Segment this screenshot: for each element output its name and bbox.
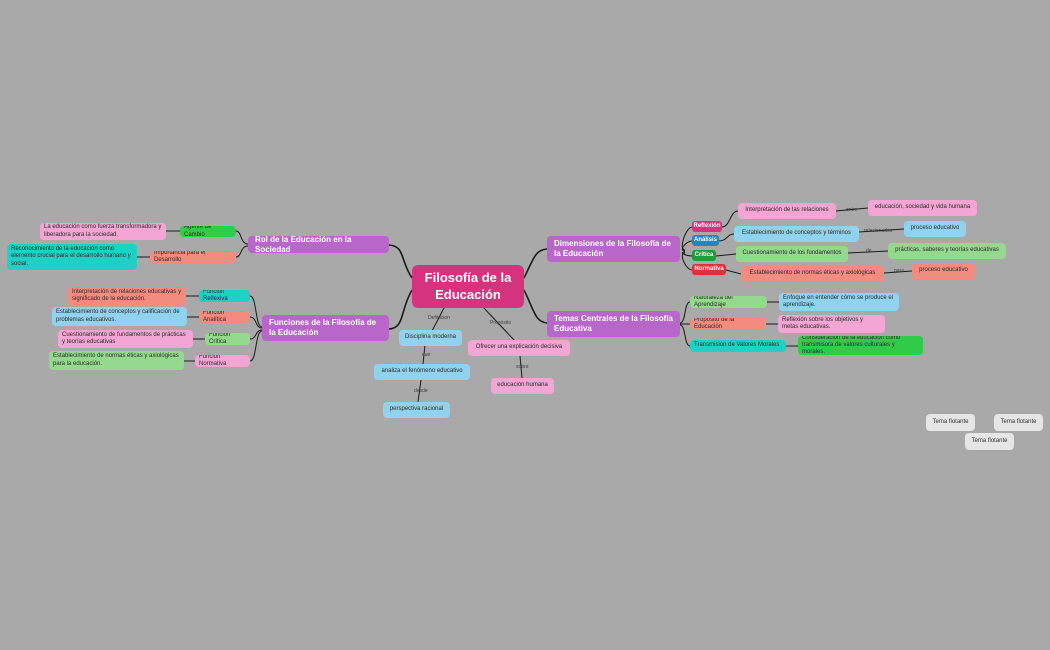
dimension-normativa-tag[interactable]: Normativa — [692, 264, 726, 275]
dimension-analisis-tag[interactable]: Análisis — [692, 235, 719, 246]
dimension-critica-target[interactable]: prácticas, saberes y teorías educativas — [888, 243, 1006, 259]
tema-transmision[interactable]: Transmisión de Valores Morales — [690, 340, 786, 352]
floating-topic-2[interactable]: Tema flotante — [994, 414, 1043, 431]
floating-topic-1[interactable]: Tema flotante — [926, 414, 975, 431]
proposito-ofrecer[interactable]: Ofrecer una explicación decisiva — [468, 340, 570, 356]
definicion-disciplina[interactable]: Disciplina moderna — [399, 330, 462, 346]
definicion-analiza[interactable]: analiza el fenómeno educativo — [374, 364, 470, 380]
tema-naturaleza-desc[interactable]: Enfoque en entender cómo se produce el a… — [779, 293, 899, 311]
dimension-critica-tag[interactable]: Crítica — [692, 250, 716, 261]
definicion-que-label: que — [422, 352, 431, 358]
proposito-educacion[interactable]: educación humana — [491, 378, 554, 394]
rol-importancia[interactable]: Importancia para el Desarrollo — [150, 251, 236, 263]
rol-importancia-desc[interactable]: Reconocimiento de la educación como elem… — [7, 244, 137, 270]
dimension-reflexion-tag[interactable]: Reflexión — [692, 221, 722, 232]
central-topic[interactable]: Filosofía de la Educación — [412, 265, 524, 308]
dimension-analisis-link: relacionados — [864, 228, 893, 234]
branch-temas[interactable]: Temas Centrales de la Filosofía Educativ… — [547, 311, 680, 337]
tema-naturaleza[interactable]: Naturaleza del Aprendizaje — [690, 296, 767, 308]
rol-agente[interactable]: Agente de Cambio — [180, 226, 236, 237]
rol-agente-desc[interactable]: La educación como fuerza transformadora … — [40, 223, 166, 240]
dimension-reflexion-target[interactable]: educación, sociedad y vida humana — [868, 200, 977, 216]
funcion-analitica[interactable]: Función Analítica — [199, 311, 250, 323]
branch-funciones[interactable]: Funciones de la Filosofía de la Educació… — [262, 315, 389, 341]
dimension-normativa-link: para — [894, 268, 905, 274]
proposito-sobre-label: sobre — [516, 364, 529, 370]
funcion-normativa-desc[interactable]: Establecimiento de normas éticas y axiol… — [49, 351, 184, 370]
floating-topic-3[interactable]: Tema flotante — [965, 433, 1014, 450]
funcion-normativa[interactable]: Función Normativa — [195, 355, 250, 367]
dimension-normativa-target[interactable]: proceso educativo — [912, 263, 975, 279]
tema-proposito-desc[interactable]: Reflexión sobre los objetivos y metas ed… — [778, 315, 885, 333]
tema-transmision-desc[interactable]: Consideración de la educación como trans… — [798, 336, 923, 355]
definicion-desde-label: desde — [414, 388, 428, 394]
tema-proposito[interactable]: Propósito de la Educación — [690, 318, 766, 330]
branch-rol[interactable]: Rol de la Educación en la Sociedad — [248, 236, 389, 253]
dimension-normativa-desc[interactable]: Establecimiento de normas éticas y axiol… — [741, 266, 884, 282]
funcion-reflexiva[interactable]: Función Reflexiva — [199, 290, 250, 302]
definicion-label: Definicion — [428, 315, 450, 321]
dimension-analisis-target[interactable]: proceso educativo — [904, 221, 966, 237]
dimension-reflexion-desc[interactable]: Interpretación de las relaciones — [738, 203, 836, 219]
definicion-perspectiva[interactable]: perspectiva racional — [383, 402, 450, 418]
dimension-critica-link: de — [866, 248, 872, 254]
funcion-reflexiva-desc[interactable]: Interpretación de relaciones educativas … — [68, 287, 186, 305]
dimension-critica-desc[interactable]: Cuestionamiento de los fundamentos — [736, 246, 848, 262]
dimension-analisis-desc[interactable]: Establecimiento de conceptos y términos — [734, 226, 859, 242]
branch-dimensiones[interactable]: Dimensiones de la Filosofía de la Educac… — [547, 236, 680, 262]
funcion-critica[interactable]: Función Crítica — [205, 333, 250, 345]
dimension-reflexion-link: entre — [846, 207, 858, 213]
proposito-label: Propósito — [490, 320, 512, 326]
funcion-analitica-desc[interactable]: Establecimiento de conceptos y calificac… — [52, 307, 187, 326]
funcion-critica-desc[interactable]: Cuestionamiento de fundamentos de prácti… — [58, 330, 193, 348]
